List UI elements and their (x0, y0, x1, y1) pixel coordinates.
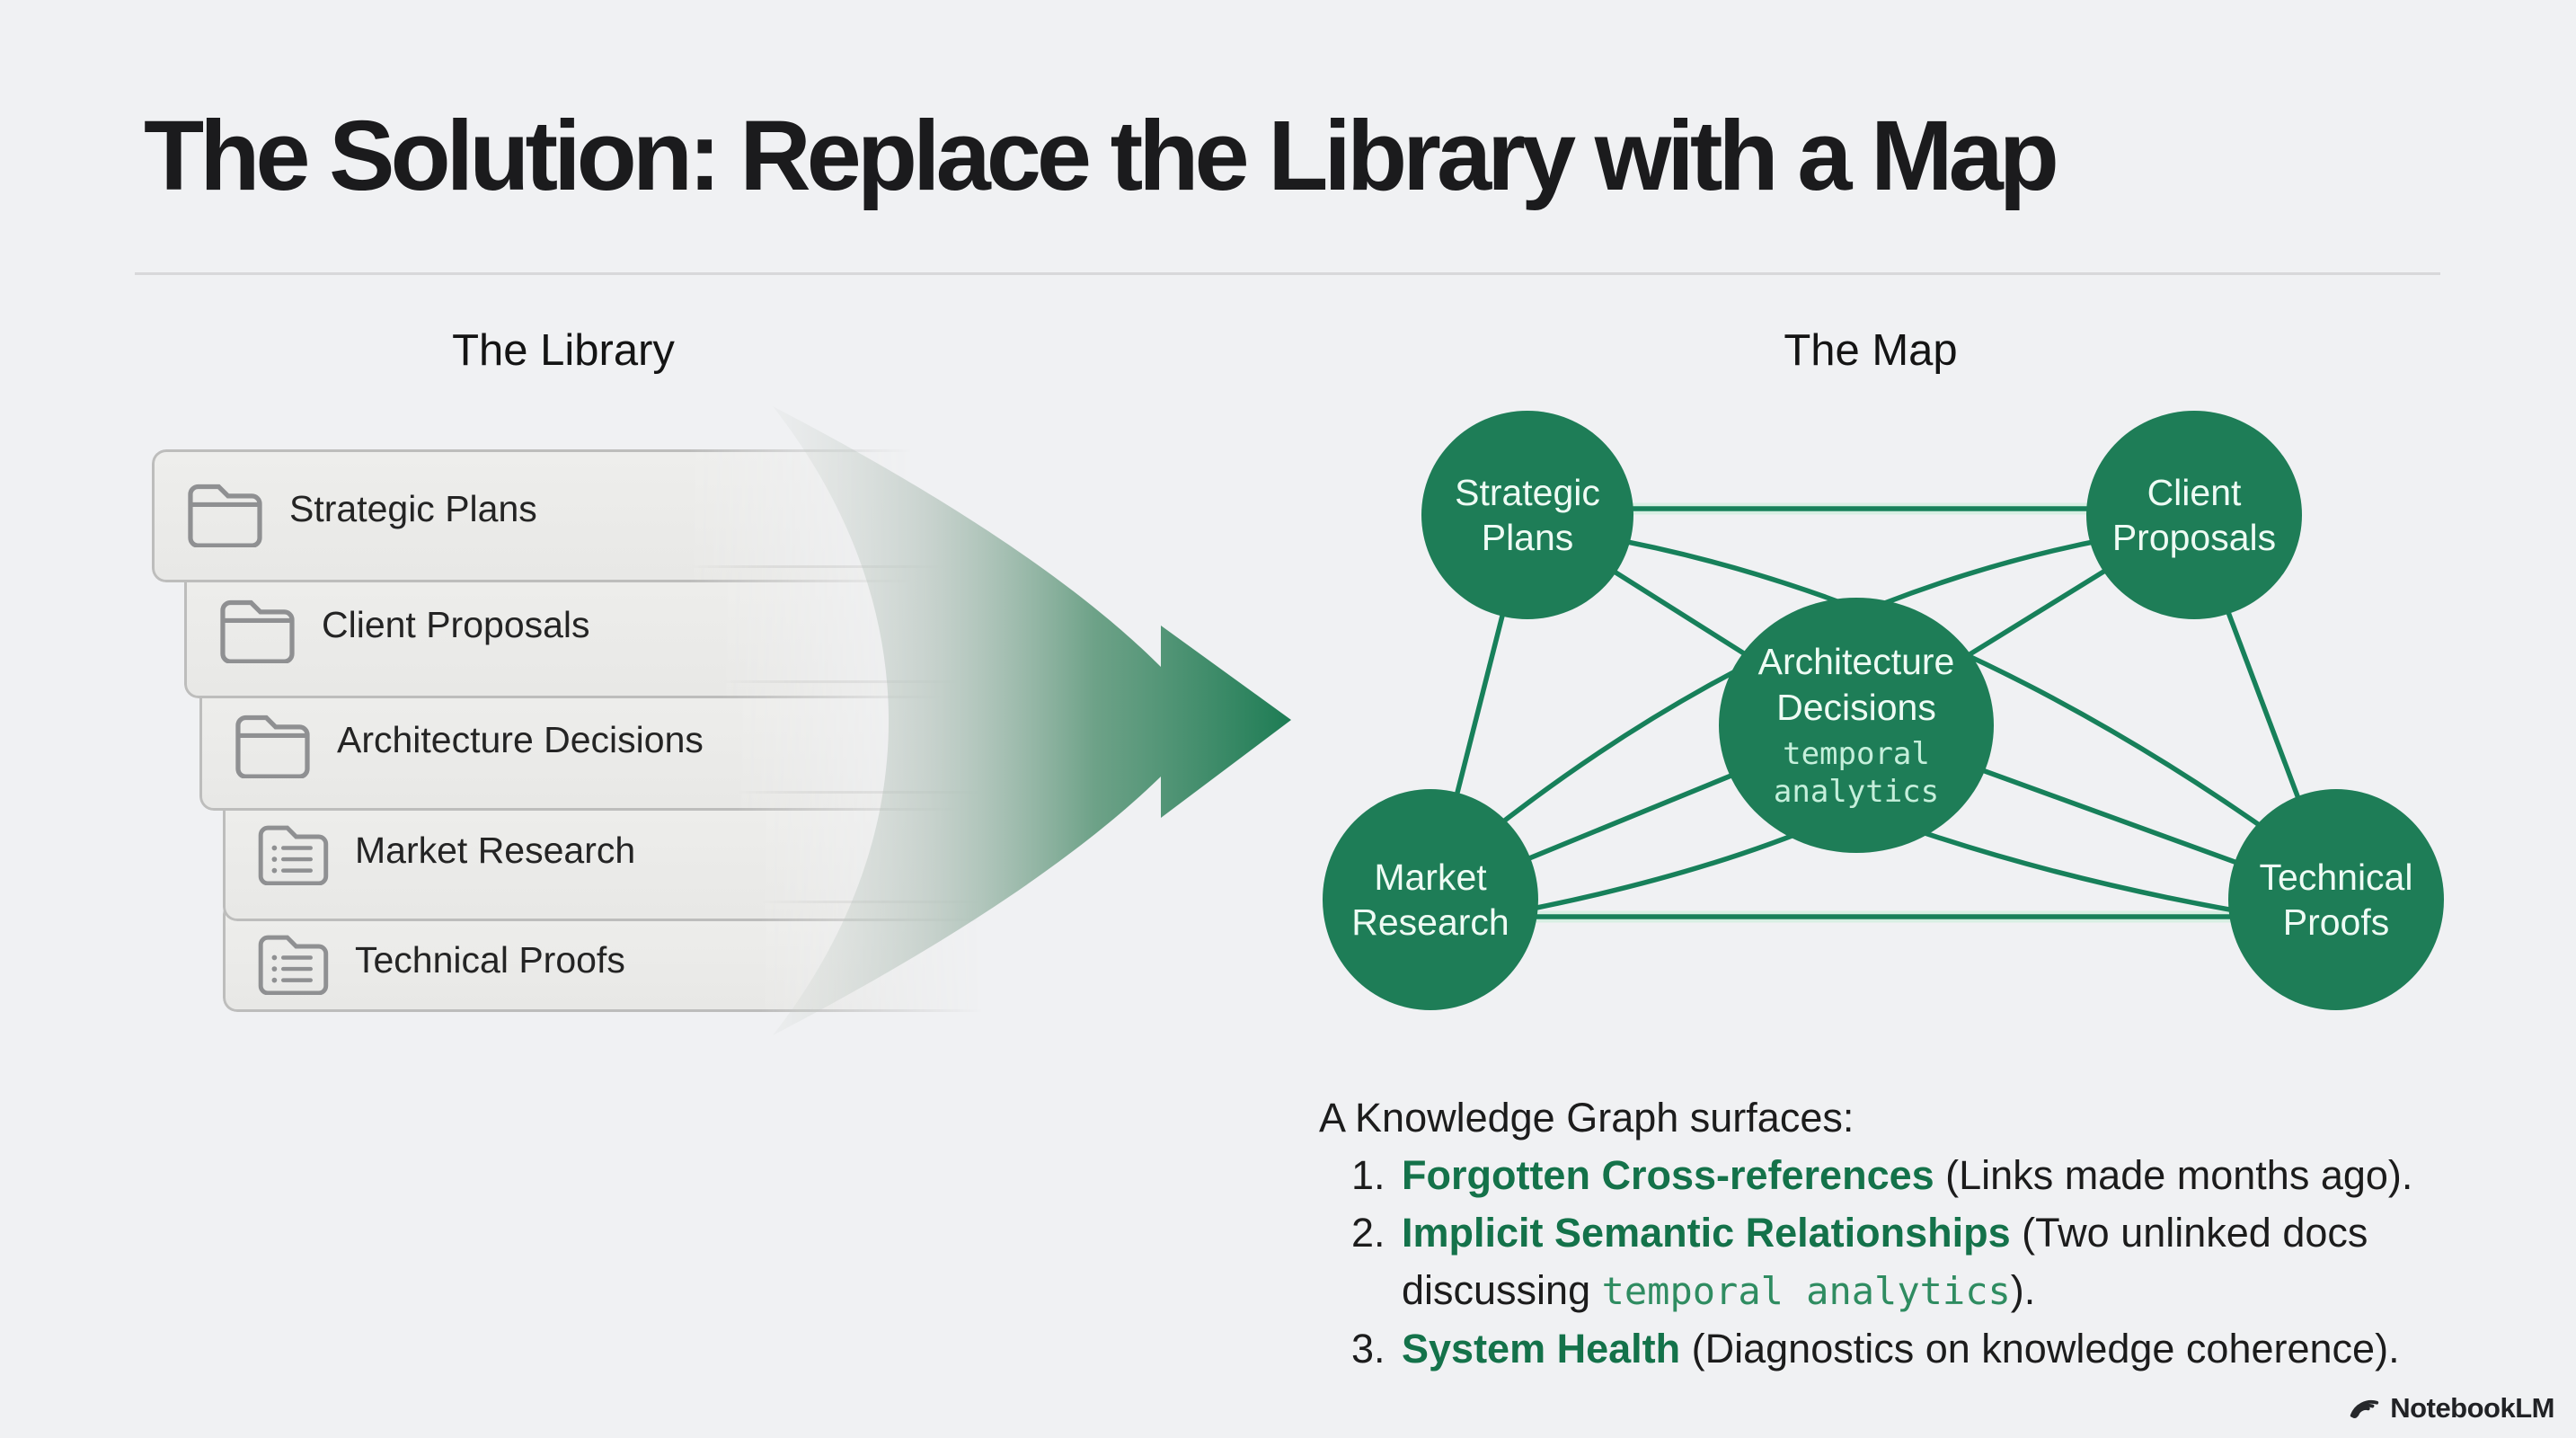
map-node-architecture-decisions: Architecture Decisions temporal analytic… (1719, 598, 1994, 853)
list-text: Implicit Semantic Relationships (Two unl… (1402, 1204, 2541, 1320)
folder-list-icon (254, 928, 332, 999)
library-card-architecture-decisions: Architecture Decisions (199, 680, 990, 811)
map-node-client-proposals: Client Proposals (2086, 411, 2302, 619)
list-text: System Health (Diagnostics on knowledge … (1402, 1320, 2541, 1378)
knowledge-graph-list: A Knowledge Graph surfaces: 1. Forgotten… (1319, 1089, 2541, 1378)
folder-icon (183, 477, 266, 552)
list-keyword: System Health (1402, 1326, 1681, 1371)
node-label: Market Research (1351, 856, 1509, 943)
list-number: 1. (1351, 1152, 1385, 1198)
node-label: Architecture Decisions (1757, 641, 1955, 728)
transform-arrow (773, 406, 1291, 1035)
library-card-label: Technical Proofs (355, 939, 625, 981)
brand-name: NotebookLM (2390, 1392, 2554, 1424)
footer-brand: NotebookLM (2347, 1391, 2554, 1425)
page-title: The Solution: Replace the Library with a… (144, 101, 2059, 211)
node-label: Technical Proofs (2259, 856, 2413, 943)
list-rest: (Diagnostics on knowledge coherence). (1680, 1326, 2400, 1371)
list-item: 3. System Health (Diagnostics on knowled… (1351, 1320, 2541, 1378)
title-divider (135, 272, 2440, 275)
list-item: 1. Forgotten Cross-references (Links mad… (1351, 1147, 2541, 1204)
list-rest: (Two unlinked docs (2010, 1210, 2368, 1256)
list-number: 2. (1351, 1210, 1385, 1256)
library-card-strategic-plans: Strategic Plans (152, 449, 943, 582)
list-keyword: Implicit Semantic Relationships (1402, 1210, 2011, 1256)
library-card-label: Strategic Plans (289, 488, 537, 529)
node-label: Strategic Plans (1455, 471, 1600, 558)
library-card-label: Architecture Decisions (337, 719, 704, 760)
inline-code: temporal analytics (1601, 1269, 2011, 1313)
map-node-market-research: Market Research (1323, 789, 1538, 1010)
folder-icon (216, 593, 298, 668)
map-heading: The Map (1784, 326, 1958, 375)
list-text: Forgotten Cross-references (Links made m… (1402, 1147, 2541, 1204)
notebooklm-wave-icon (2347, 1391, 2381, 1425)
folder-icon (231, 708, 314, 783)
list-keyword: Forgotten Cross-references (1402, 1152, 1934, 1198)
list-item: 2. Implicit Semantic Relationships (Two … (1351, 1204, 2541, 1320)
list-number: 3. (1351, 1326, 1385, 1371)
folder-list-icon (254, 819, 332, 890)
map-node-technical-proofs: Technical Proofs (2228, 789, 2444, 1010)
list-rest: ). (2010, 1267, 2036, 1313)
library-heading: The Library (452, 326, 675, 375)
list-rest: (Links made months ago). (1934, 1152, 2413, 1198)
library-card-label: Client Proposals (322, 604, 590, 645)
knowledge-graph-intro: A Knowledge Graph surfaces: (1319, 1095, 1855, 1141)
library-card-label: Market Research (355, 830, 636, 871)
node-label: Client Proposals (2111, 471, 2277, 558)
map-node-strategic-plans: Strategic Plans (1421, 411, 1633, 619)
node-sublabel-code: temporal analytics (1773, 735, 1940, 811)
list-rest: discussing (1402, 1267, 1602, 1313)
